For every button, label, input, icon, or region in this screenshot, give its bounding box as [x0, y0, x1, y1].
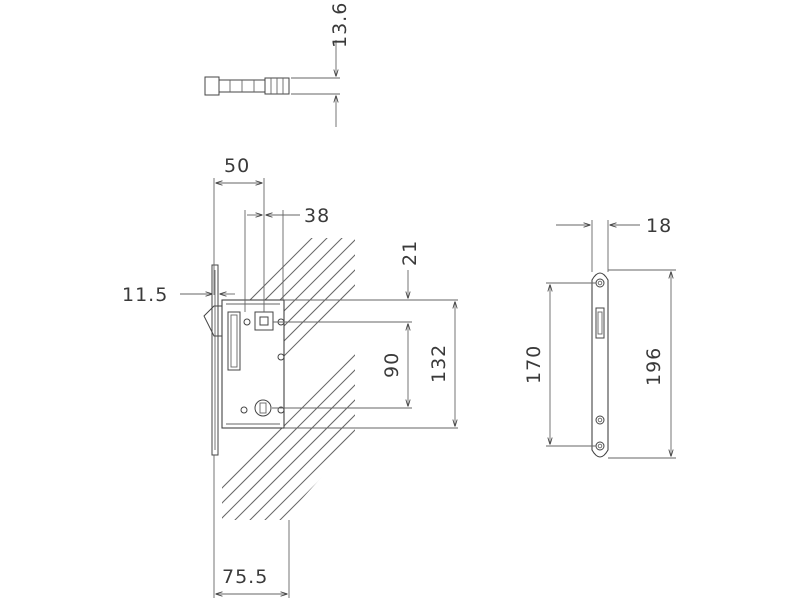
dim-18 [556, 220, 640, 272]
right-extension-lines [272, 299, 458, 429]
dim-170 [546, 282, 596, 447]
backset-label: 38 [304, 205, 330, 227]
backset-total-label: 50 [224, 155, 250, 177]
screw-part [204, 76, 290, 96]
strike-width-label: 18 [646, 215, 672, 237]
dim-196 [608, 269, 676, 459]
strike-plate [591, 272, 609, 458]
faceplate [211, 264, 219, 456]
door-hatch [222, 238, 355, 520]
strike-hole-spacing-label: 170 [523, 345, 545, 384]
screw-dia-label: 13.6 [329, 2, 351, 48]
top-extension-lines [213, 178, 284, 312]
top-offset-label: 21 [399, 240, 421, 266]
case-width-label: 75.5 [222, 566, 268, 588]
dim-75-5 [213, 455, 290, 598]
spindle-to-cylinder-label: 90 [381, 352, 403, 378]
faceplate-offset-label: 11.5 [122, 284, 168, 306]
screw-dimension [291, 40, 340, 127]
lock-case [203, 299, 285, 429]
strike-height-label: 196 [643, 347, 665, 386]
case-height-label: 132 [428, 344, 450, 383]
